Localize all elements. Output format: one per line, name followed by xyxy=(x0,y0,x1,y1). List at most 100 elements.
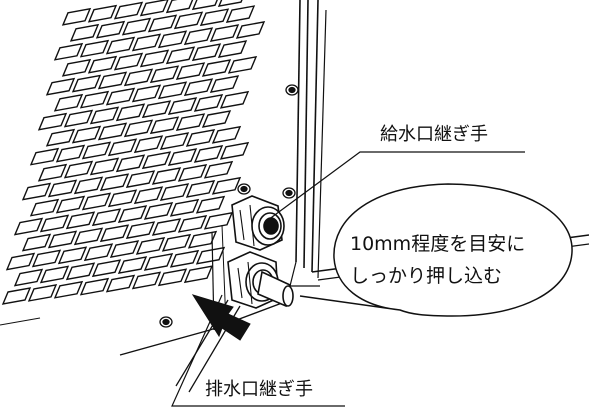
vent-slot xyxy=(99,173,130,192)
vent-slot xyxy=(29,198,60,217)
vent-slot xyxy=(209,24,240,42)
vent-slot xyxy=(235,21,266,39)
screws xyxy=(159,84,299,328)
vent-slot xyxy=(149,116,180,135)
vent-slot xyxy=(61,58,92,77)
vent-slot xyxy=(183,27,214,46)
vent-slot xyxy=(121,17,152,36)
vent-slot xyxy=(113,1,144,20)
vent-slot xyxy=(175,62,206,81)
vent-slot xyxy=(89,106,120,125)
vent-slot xyxy=(209,75,240,93)
vent-slot xyxy=(55,195,86,214)
vent-slot xyxy=(53,42,84,61)
vent-slot xyxy=(183,265,214,284)
vent-slot xyxy=(191,0,218,11)
vent-slot xyxy=(201,110,232,128)
vent-slot xyxy=(135,237,166,255)
callout-line-2: しっかり押し込む xyxy=(350,265,503,287)
vent-slot xyxy=(61,7,92,26)
vent-slot xyxy=(107,189,138,208)
screw-mid-right xyxy=(282,187,296,199)
vent-slot xyxy=(117,256,148,274)
vent-slot xyxy=(69,23,100,42)
vent-slot xyxy=(53,280,84,299)
vent-slot xyxy=(161,233,192,252)
vent-slot xyxy=(157,81,188,100)
vent-slot xyxy=(109,240,140,258)
vent-slot xyxy=(87,55,118,74)
vent-slot xyxy=(165,0,194,14)
vent-slot xyxy=(31,249,62,268)
vent-slot xyxy=(165,46,196,65)
drain-fitting-label: 排水口継ぎ手 xyxy=(205,379,313,400)
vent-slot xyxy=(217,40,248,58)
leader-lines xyxy=(171,151,525,407)
drain-leader-line xyxy=(171,294,345,407)
vent-slot xyxy=(199,8,230,27)
vent-slot xyxy=(79,39,110,58)
supply-fitting-label: 給水口継ぎ手 xyxy=(380,124,488,145)
vent-slot xyxy=(217,0,243,7)
vent-slot xyxy=(139,0,169,17)
vent-slot xyxy=(133,186,164,205)
callout-text: 10mm程度を目安に しっかり押し込む xyxy=(350,228,525,292)
vent-slot xyxy=(55,144,86,163)
vent-slot xyxy=(95,20,126,39)
vent-slot xyxy=(39,265,70,284)
vent-slot xyxy=(131,271,162,290)
screw-bottom xyxy=(159,316,173,328)
vent-slot xyxy=(219,141,250,160)
vent-slot xyxy=(91,208,122,227)
vent-slot xyxy=(29,147,60,166)
vent-slot xyxy=(87,4,118,23)
vent-slot xyxy=(115,154,146,173)
vent-slot xyxy=(149,65,180,84)
vent-slot xyxy=(131,33,162,52)
vent-slot xyxy=(203,211,234,230)
vent-slot xyxy=(47,230,78,249)
vent-slot xyxy=(211,125,242,144)
vent-slot xyxy=(57,246,88,265)
vent-slot xyxy=(167,148,198,166)
vent-slot xyxy=(191,43,222,62)
vent-slot xyxy=(39,214,70,233)
vent-slot xyxy=(169,198,200,217)
vent-slot xyxy=(195,195,226,214)
vent-slot xyxy=(21,233,52,252)
vent-slot xyxy=(173,11,204,30)
vent-slot xyxy=(151,218,182,236)
insert-arrow xyxy=(191,294,251,341)
vent-slot xyxy=(147,14,178,33)
vent-slot xyxy=(83,243,114,262)
vent-slot xyxy=(159,132,190,150)
vent-slot xyxy=(45,77,76,96)
vent-slot xyxy=(115,103,146,122)
vent-grille xyxy=(1,0,266,305)
callout-line-1: 10mm程度を目安に xyxy=(350,233,526,255)
vent-slot xyxy=(47,179,78,198)
vent-slot xyxy=(185,129,216,147)
vent-slot xyxy=(195,246,226,265)
screw-top xyxy=(285,84,299,96)
vent-slot xyxy=(79,90,110,109)
vent-slot xyxy=(37,163,68,182)
vent-slot xyxy=(99,224,130,243)
vent-slot xyxy=(131,84,162,103)
supply-fitting xyxy=(231,195,285,251)
vent-slot xyxy=(65,211,96,230)
vent-slot xyxy=(193,94,224,112)
vent-slot xyxy=(89,157,120,176)
vent-slot xyxy=(193,145,224,163)
vent-slot xyxy=(133,135,164,154)
vent-slot xyxy=(143,202,174,220)
vent-slot xyxy=(71,125,102,144)
vent-slot xyxy=(105,274,136,293)
vent-slot xyxy=(73,176,104,195)
vent-slot xyxy=(201,59,232,77)
vent-slot xyxy=(177,163,208,182)
vent-slot xyxy=(113,52,144,71)
screw-mid-left xyxy=(237,183,251,195)
vent-slot xyxy=(187,230,218,249)
drain-fitting xyxy=(227,251,294,309)
